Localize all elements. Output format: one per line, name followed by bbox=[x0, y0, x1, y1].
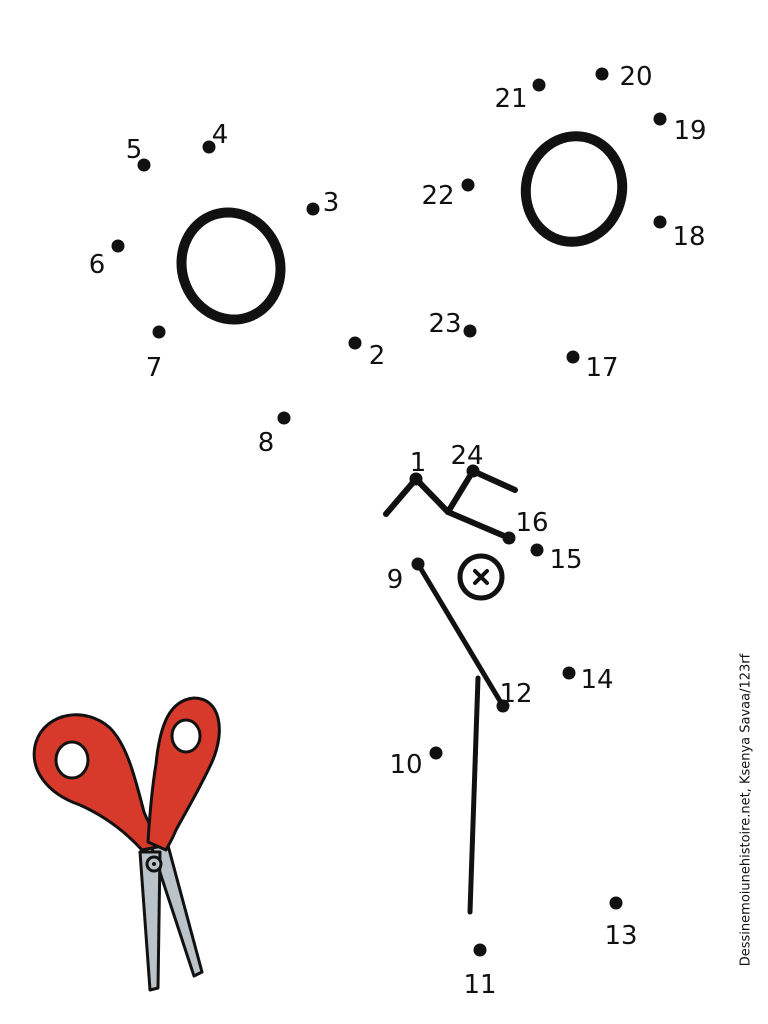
dot-15 bbox=[530, 543, 544, 557]
dot-label-13: 13 bbox=[604, 921, 637, 951]
scissor-hole-left bbox=[54, 740, 90, 780]
dot-label-11: 11 bbox=[463, 970, 496, 1000]
dot-17 bbox=[566, 350, 580, 364]
dot-13 bbox=[609, 896, 623, 910]
dot-label-3: 3 bbox=[323, 188, 340, 218]
scissor-hole-right bbox=[170, 718, 202, 754]
dot-label-21: 21 bbox=[494, 84, 527, 114]
scissor-pivot-center bbox=[152, 862, 156, 866]
dot-label-15: 15 bbox=[549, 545, 582, 575]
dot-23 bbox=[463, 324, 477, 338]
dot-label-2: 2 bbox=[369, 341, 386, 371]
finger-hole-right bbox=[520, 131, 628, 247]
dot-label-6: 6 bbox=[89, 250, 106, 280]
dot-19 bbox=[653, 112, 667, 126]
scissors-illustration bbox=[32, 696, 221, 992]
screw-icon bbox=[457, 553, 505, 601]
finger-hole-left bbox=[176, 207, 286, 325]
dot-1 bbox=[409, 472, 423, 486]
dot-label-4: 4 bbox=[212, 120, 229, 150]
dot-11 bbox=[473, 943, 487, 957]
dot-label-5: 5 bbox=[126, 135, 143, 165]
blade-stroke-long bbox=[467, 675, 481, 915]
dot-3 bbox=[306, 202, 320, 216]
scissor-handle-left bbox=[32, 713, 164, 852]
dot-label-9: 9 bbox=[387, 565, 404, 595]
dot-label-17: 17 bbox=[585, 353, 618, 383]
dot-10 bbox=[429, 746, 443, 760]
dot-label-20: 20 bbox=[619, 62, 652, 92]
dot-16 bbox=[502, 531, 516, 545]
dot-21 bbox=[532, 78, 546, 92]
dot-22 bbox=[461, 178, 475, 192]
dot-14 bbox=[562, 666, 576, 680]
dot-12 bbox=[496, 699, 510, 713]
dot-18 bbox=[653, 215, 667, 229]
dot-4 bbox=[202, 140, 216, 154]
dot-6 bbox=[111, 239, 125, 253]
blade-stroke-left bbox=[415, 561, 506, 709]
dot-2 bbox=[348, 336, 362, 350]
dot-label-12: 12 bbox=[499, 679, 532, 709]
dot-label-10: 10 bbox=[389, 750, 422, 780]
dot-label-16: 16 bbox=[515, 508, 548, 538]
dot-8 bbox=[277, 411, 291, 425]
dot-9 bbox=[411, 557, 425, 571]
dot-label-1: 1 bbox=[410, 448, 427, 478]
dot-label-7: 7 bbox=[146, 353, 163, 383]
dot-24 bbox=[466, 464, 480, 478]
dot-label-22: 22 bbox=[421, 181, 454, 211]
pre-drawn-lines bbox=[176, 131, 628, 915]
dot-label-24: 24 bbox=[450, 441, 483, 471]
pivot-stroke-left bbox=[383, 476, 512, 541]
dot-label-19: 19 bbox=[673, 116, 706, 146]
dot-5 bbox=[137, 158, 151, 172]
dot-20 bbox=[595, 67, 609, 81]
pivot-stroke-right bbox=[445, 468, 518, 515]
scissor-blade-left bbox=[138, 850, 162, 992]
dot-label-23: 23 bbox=[428, 309, 461, 339]
dot-label-8: 8 bbox=[258, 428, 275, 458]
dot-7 bbox=[152, 325, 166, 339]
dot-label-18: 18 bbox=[672, 222, 705, 252]
screw-cross bbox=[473, 569, 489, 585]
dot-label-14: 14 bbox=[580, 665, 613, 695]
credit-text: Dessinemoiunehistoire.net, Ksenya Savaa/… bbox=[738, 653, 754, 967]
